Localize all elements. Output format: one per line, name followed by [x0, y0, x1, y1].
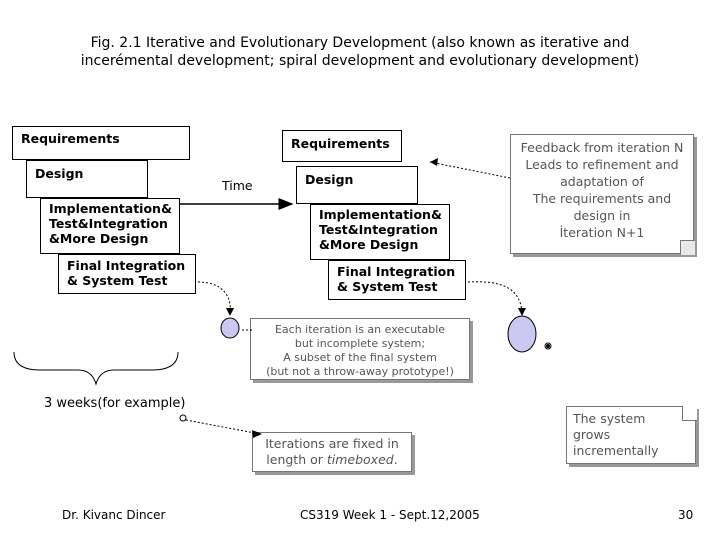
figure-title: Fig. 2.1 Iterative and Evolutionary Deve…	[30, 34, 690, 70]
iteration-note: Each iteration is an executable but inco…	[250, 318, 470, 380]
feedback-connector-head	[430, 158, 438, 166]
left-final-line-1: Final Integration	[67, 258, 186, 273]
right-iteration-circle	[507, 315, 537, 353]
timebox-line-1: Iterations are fixed in	[265, 436, 399, 451]
right-design-label: Design	[305, 172, 354, 187]
footer-author: Dr. Kivanc Dincer	[62, 508, 166, 522]
timebox-suffix: .	[393, 452, 398, 467]
timebox-line-2: length or timeboxed.	[255, 452, 409, 468]
three-weeks-brace	[13, 351, 179, 386]
timebox-emphasis: timeboxed	[326, 452, 394, 467]
footer-page-number: 30	[678, 508, 694, 522]
right-implementation-box: Implementation& Test&Integration &More D…	[310, 204, 450, 260]
timebox-note: Iterations are fixed in length or timebo…	[252, 432, 412, 472]
left-implementation-box: Implementation& Test&Integration &More D…	[40, 198, 180, 254]
grows-line-3: incrementally	[573, 443, 659, 458]
feedback-note: Feedback from iteration N Leads to refin…	[510, 134, 694, 254]
left-final-line-2: & System Test	[67, 273, 168, 288]
left-requirements-box: Requirements	[12, 126, 190, 160]
left-impl-line-1: Implementation&	[49, 201, 172, 216]
time-label: Time	[222, 178, 253, 193]
right-final-line-2: & System Test	[337, 279, 438, 294]
feedback-connector	[429, 161, 511, 179]
timebox-connector	[185, 419, 261, 435]
weeks-label: 3 weeks(for example)	[44, 396, 186, 411]
right-curve-arrow	[467, 281, 523, 313]
right-final-line-1: Final Integration	[337, 264, 456, 279]
feedback-line-5: design in	[573, 208, 631, 223]
left-impl-line-3: &More Design	[49, 231, 149, 246]
left-curve-arrow-head	[226, 308, 234, 316]
right-impl-line-1: Implementation&	[319, 207, 442, 222]
grows-note: The system grows incrementally	[566, 406, 696, 464]
footer-course: CS319 Week 1 - Sept.12,2005	[300, 508, 480, 522]
left-iteration-circle	[220, 317, 240, 339]
right-final-box: Final Integration & System Test	[328, 260, 466, 300]
iteration-line-3: A subset of the final system	[283, 351, 437, 364]
iteration-line-4: (but not a throw-away prototype!)	[266, 365, 454, 378]
left-final-box: Final Integration & System Test	[58, 254, 196, 294]
left-design-label: Design	[35, 166, 84, 181]
grows-line-2: grows	[573, 427, 611, 442]
right-requirements-box: Requirements	[282, 130, 402, 162]
right-requirements-label: Requirements	[291, 136, 390, 151]
right-impl-line-2: Test&Integration	[319, 222, 438, 237]
left-curve-arrow	[197, 281, 231, 313]
feedback-line-4: The requirements and	[532, 191, 672, 206]
grows-anchor	[546, 344, 550, 348]
title-line-2: incerémental development; spiral develop…	[80, 53, 640, 69]
feedback-line-6: İteration N+1	[559, 225, 645, 240]
grows-line-1: The system	[573, 411, 646, 426]
iteration-line-2: but incomplete system;	[294, 337, 426, 350]
right-curve-arrow-head	[518, 308, 526, 316]
feedback-line-1: Feedback from iteration N	[520, 140, 684, 155]
timebox-prefix: length or	[266, 452, 327, 467]
grows-note-fold	[682, 406, 697, 421]
grows-marker-dot	[544, 342, 552, 350]
timebox-marker-dot	[179, 414, 187, 422]
feedback-line-2: Leads to refinement and	[525, 157, 679, 172]
title-line-1: Fig. 2.1 Iterative and Evolutionary Deve…	[90, 35, 630, 51]
left-design-box: Design	[26, 160, 148, 198]
iteration-line-1: Each iteration is an executable	[274, 323, 446, 336]
left-requirements-label: Requirements	[21, 131, 120, 146]
right-impl-line-3: &More Design	[319, 237, 419, 252]
left-impl-line-2: Test&Integration	[49, 216, 168, 231]
feedback-note-fold	[680, 240, 695, 255]
right-design-box: Design	[296, 166, 418, 204]
feedback-line-3: adaptation of	[560, 174, 644, 189]
